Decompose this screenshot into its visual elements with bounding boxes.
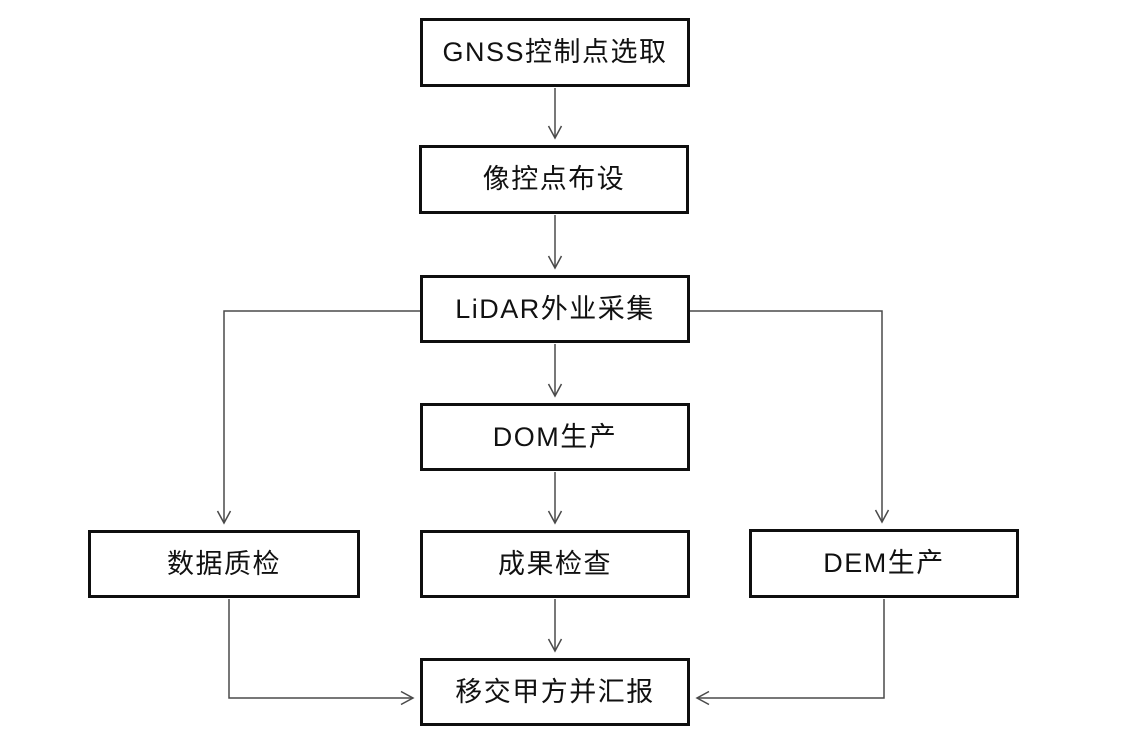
flow-node-label: 数据质检 [167,548,281,579]
flow-node-label: GNSS控制点选取 [442,37,668,67]
connector-qc-to-handover [228,599,415,706]
flow-node-handover-and-report: 移交甲方并汇报 [420,658,690,726]
flow-node-result-inspection: 成果检查 [420,530,690,598]
flow-node-label: DOM生产 [492,421,618,452]
flow-node-dem-production: DEM生产 [749,529,1019,598]
flow-node-data-quality-check: 数据质检 [88,530,360,598]
flow-node-label: 成果检查 [498,548,612,579]
flow-node-label: 移交甲方并汇报 [455,676,655,707]
flow-node-lidar-field-collection: LiDAR外业采集 [420,275,690,343]
flow-node-image-control-point-layout: 像控点布设 [419,145,689,214]
flow-node-gnss-control-point-selection: GNSS控制点选取 [420,18,690,87]
flow-node-dom-production: DOM生产 [420,403,690,471]
flow-node-label: DEM生产 [823,548,945,578]
connector-lidar-to-dem [690,310,890,524]
flow-node-label: 像控点布设 [482,164,626,194]
connector-dem-to-handover [695,599,885,706]
connector-lidar-to-qc [216,310,420,525]
flow-node-label: LiDAR外业采集 [455,293,655,324]
